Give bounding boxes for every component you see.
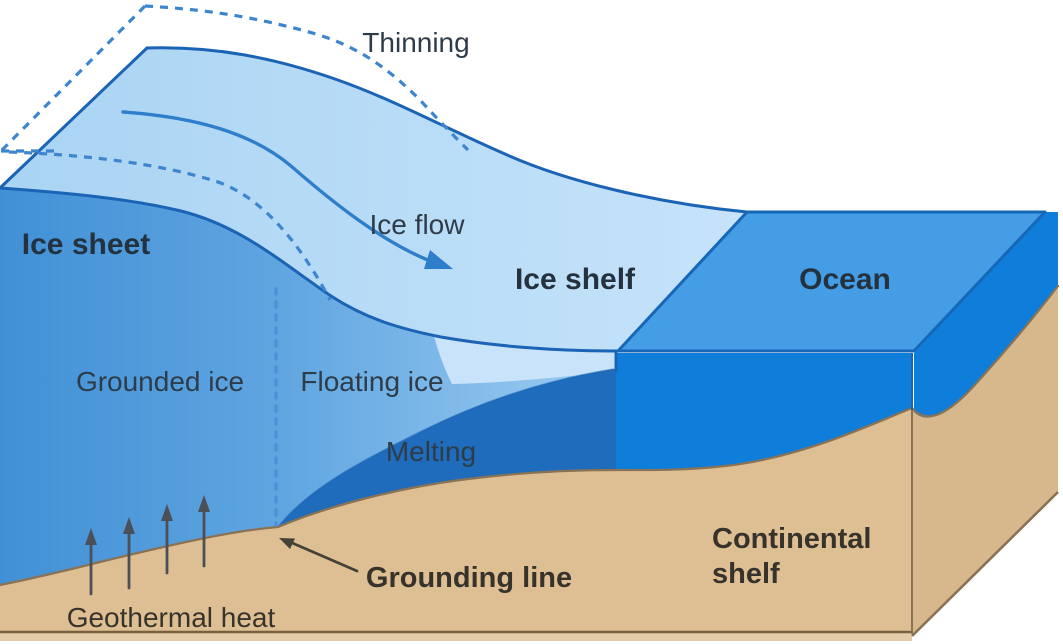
- geothermal-arrow-head: [85, 528, 97, 545]
- continental-shelf-side-face: [912, 286, 1058, 636]
- grounding-line-label: Grounding line: [366, 562, 572, 594]
- seabed-outline: [0, 284, 1060, 587]
- ice-front-face: [0, 188, 616, 585]
- geothermal-heat-arrows-icon: [85, 495, 210, 596]
- geothermal-arrow-head: [161, 504, 173, 521]
- thinning-dashed-top-curve: [144, 4, 470, 152]
- continental-shelf-front-face: [0, 408, 912, 632]
- continental-shelf-corner-diagonal-edge: [911, 491, 1059, 637]
- geothermal-arrow-head: [123, 517, 135, 534]
- ice-front-top-edge: [0, 186, 618, 373]
- continental-shelf-label-line1: Continental: [712, 523, 872, 555]
- geothermal-arrow-head: [198, 495, 210, 512]
- ocean-label: Ocean: [799, 263, 891, 296]
- melting-label: Melting: [386, 436, 476, 467]
- thinning-dashed-outline: [0, 4, 470, 301]
- ice-top-left-edge: [0, 46, 149, 190]
- ice-flow-arrow-shaft: [121, 110, 440, 266]
- ice-freeboard-band: [434, 336, 616, 384]
- thinning-dashed-left-slant: [0, 4, 147, 152]
- continental-shelf-label-line2: shelf: [712, 558, 780, 590]
- thinning-dashed-front-curve: [8, 150, 332, 301]
- grounding-arrow-head: [279, 538, 295, 549]
- geothermal-heat-label: Geothermal heat: [67, 602, 276, 633]
- ice-flow-label: Ice flow: [370, 209, 466, 240]
- ice-flow-arrow-head: [424, 250, 453, 269]
- ocean-side-face: [914, 212, 1058, 418]
- floating-ice-label: Floating ice: [300, 366, 443, 397]
- ocean-top-surface-outline: [616, 210, 1047, 353]
- grounding-line-arrow-icon: [279, 538, 359, 573]
- sub-shelf-cavity-water: [278, 369, 616, 527]
- thinning-label: Thinning: [362, 27, 469, 58]
- ice-shelf-label: Ice shelf: [515, 263, 636, 296]
- ocean-front-face: [616, 353, 912, 471]
- continental-shelf-bottom-strip: [0, 632, 912, 641]
- shelf-base-edge: [277, 368, 615, 528]
- grounding-arrow-shaft: [288, 540, 359, 573]
- grounded-ice-label: Grounded ice: [76, 366, 244, 397]
- ice-back-surface-edge: [145, 46, 749, 214]
- ocean-top-surface: [618, 212, 1045, 351]
- ice-sheet-label: Ice sheet: [22, 228, 150, 261]
- ice-flow-arrow-icon: [121, 110, 453, 269]
- ice-top-surface: [0, 47, 747, 352]
